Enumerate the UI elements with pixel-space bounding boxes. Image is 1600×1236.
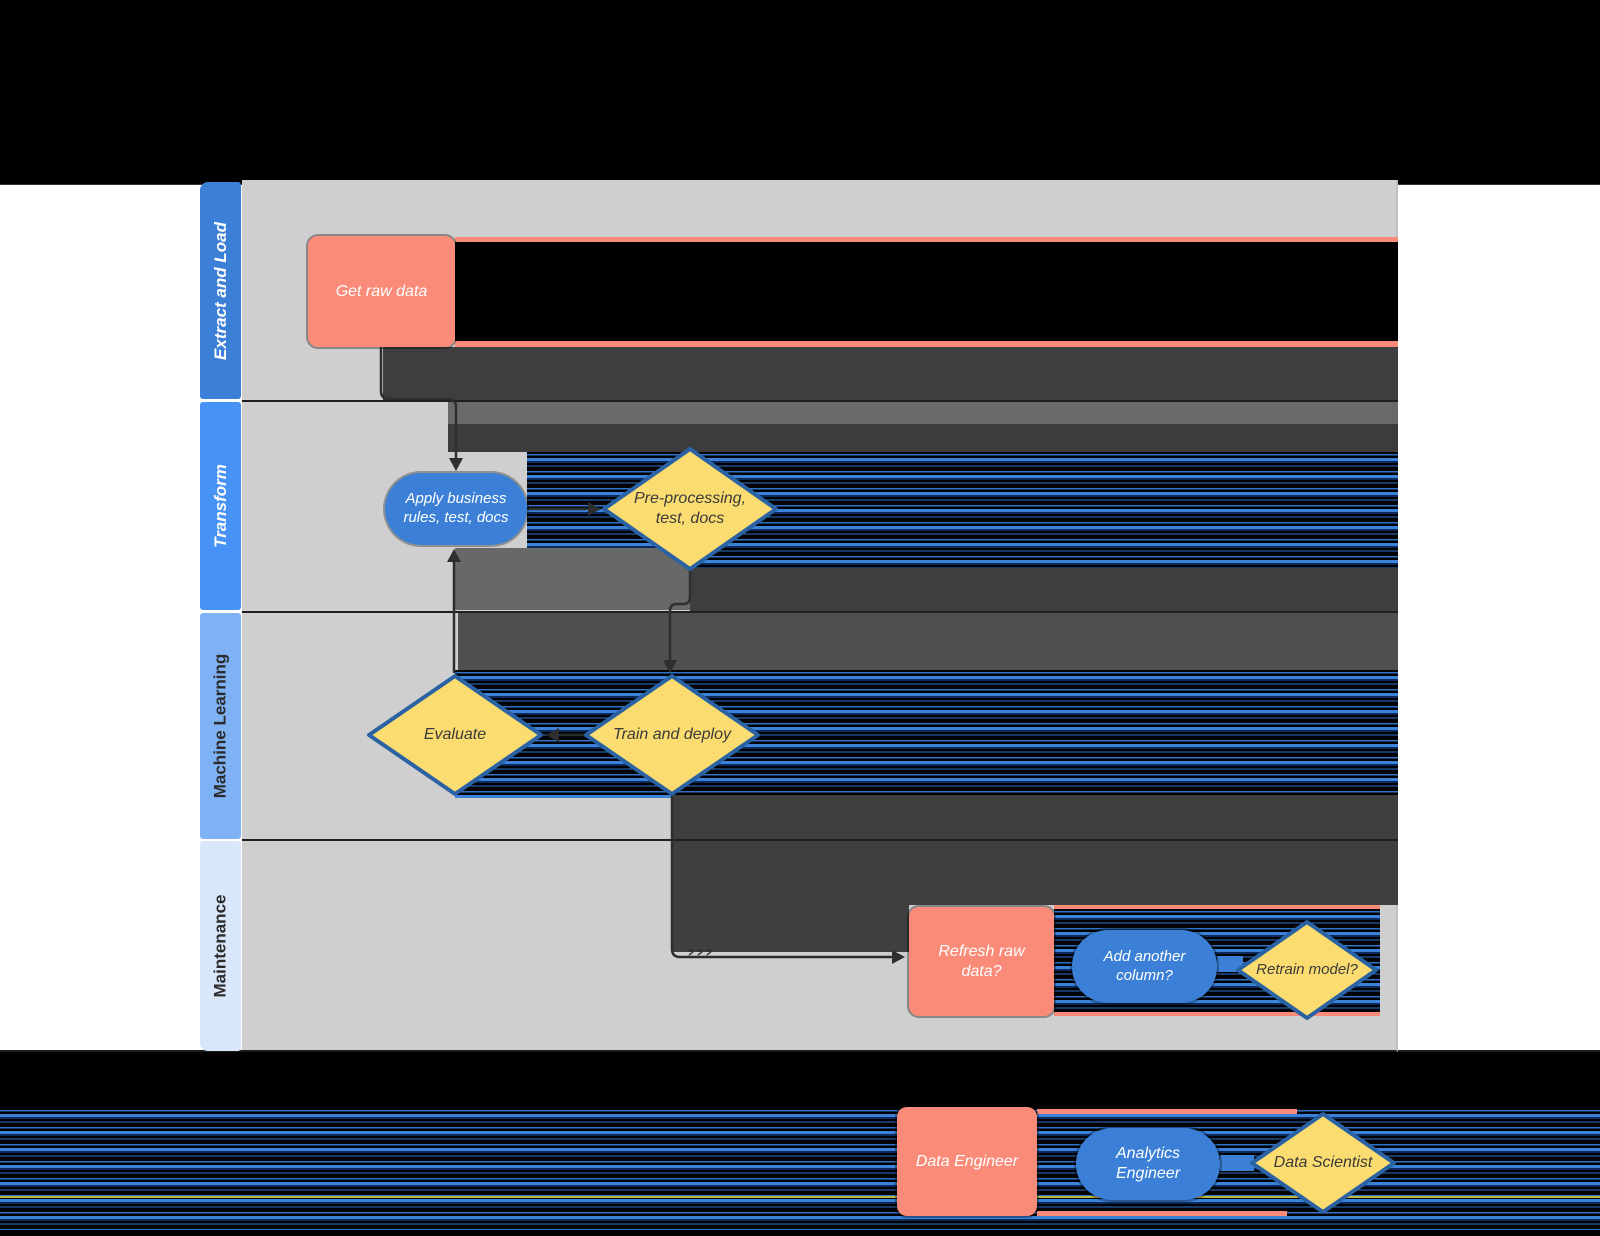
render-artifact-band — [1220, 1155, 1254, 1171]
lane-divider — [242, 611, 1398, 613]
render-artifact-line — [1037, 1109, 1297, 1114]
legend-label: Analytics Engineer — [1115, 1145, 1181, 1182]
node-apply-business-rules[interactable]: Apply business rules, test, docs — [385, 473, 527, 545]
lane-header-maintenance[interactable]: Maintenance — [200, 841, 241, 1051]
render-artifact-band — [1217, 956, 1243, 972]
lane-header-extract-and-load[interactable]: Extract and Load — [200, 182, 241, 399]
node-label: Retrain model? — [1256, 960, 1358, 978]
legend-data-scientist[interactable]: Data Scientist — [1248, 1110, 1398, 1216]
node-preprocessing[interactable]: Pre-processing, test, docs — [600, 445, 780, 573]
render-artifact-line — [0, 1196, 1600, 1198]
lane-header-transform[interactable]: Transform — [200, 402, 241, 610]
edge-label: ??? — [686, 946, 713, 961]
render-artifact-band — [672, 839, 1398, 905]
node-add-column[interactable]: Add another column? — [1072, 930, 1217, 1003]
render-artifact-band — [455, 237, 1398, 347]
render-artifact-band — [448, 402, 1398, 424]
lane-header-machine-learning[interactable]: Machine Learning — [200, 613, 241, 839]
node-label: Evaluate — [423, 726, 487, 743]
render-artifact-band — [672, 905, 909, 952]
legend-analytics-engineer[interactable]: Analytics Engineer — [1076, 1128, 1220, 1200]
legend-label: Data Scientist — [1273, 1154, 1373, 1171]
render-artifact-band — [690, 568, 1398, 611]
node-evaluate[interactable]: Evaluate — [365, 672, 545, 798]
render-artifact-band — [672, 795, 1398, 839]
node-label: Refresh raw data? — [938, 942, 1025, 980]
lane-label: Machine Learning — [210, 653, 230, 799]
diamond-shape — [367, 674, 543, 796]
node-label: Add another column? — [1103, 947, 1186, 984]
node-refresh-raw-data[interactable]: Refresh raw data? — [909, 907, 1054, 1016]
diamond-shape — [1250, 1112, 1396, 1214]
node-label: Train and deploy — [613, 726, 731, 743]
node-get-raw-data[interactable]: Get raw data — [308, 236, 455, 347]
node-label: Apply business rules, test, docs — [403, 490, 509, 526]
node-train-deploy[interactable]: Train and deploy — [582, 672, 762, 798]
render-artifact-band — [458, 613, 1398, 670]
diamond-shape — [1236, 920, 1378, 1020]
render-artifact-band — [455, 548, 695, 610]
lane-divider — [242, 839, 1398, 841]
node-label: Pre-processing, test, docs — [633, 490, 747, 527]
lane-label: Extract and Load — [210, 221, 230, 360]
lane-label: Maintenance — [210, 894, 230, 998]
lane-divider — [242, 400, 1398, 402]
render-artifact-line — [1037, 1211, 1287, 1216]
legend-data-engineer[interactable]: Data Engineer — [897, 1107, 1037, 1216]
render-artifact-band — [383, 347, 1398, 400]
node-label: Get raw data — [335, 282, 428, 300]
legend-label: Data Engineer — [915, 1152, 1019, 1170]
render-artifact-band — [448, 424, 1398, 452]
lane-label: Transform — [210, 464, 230, 548]
node-retrain-model[interactable]: Retrain model? — [1234, 918, 1380, 1022]
